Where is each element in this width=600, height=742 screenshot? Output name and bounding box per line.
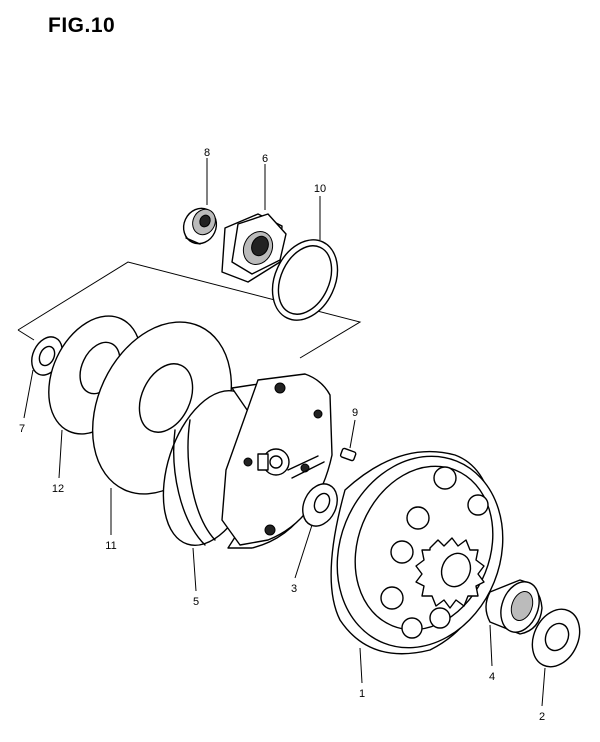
callout-11: 11: [105, 540, 116, 552]
callout-4: 4: [489, 671, 495, 683]
part-9-key: [339, 447, 357, 462]
callout-6: 6: [262, 153, 268, 165]
callout-8: 8: [204, 147, 210, 159]
callout-10: 10: [314, 183, 326, 195]
part-1-clutch-housing: [330, 450, 504, 655]
part-10-washer-ring: [271, 239, 339, 321]
callout-labels: 8 6 10 7 12 11 5 3 9 1 4 2: [19, 147, 545, 723]
part-6-hex-nut: [221, 213, 287, 283]
part-2-washer: [531, 608, 581, 668]
callout-5: 5: [193, 596, 199, 608]
part-8-bearing: [182, 207, 218, 245]
part-4-bushing: [485, 579, 543, 635]
callout-2: 2: [539, 711, 545, 723]
leader-lines: [23, 158, 546, 707]
callout-7: 7: [19, 423, 25, 435]
part-3-washer: [302, 483, 338, 527]
callout-9: 9: [352, 407, 358, 419]
figure-title: FIG.10: [48, 14, 116, 37]
callout-12: 12: [52, 483, 64, 495]
callout-1: 1: [359, 688, 365, 700]
group-bracket: [17, 261, 362, 359]
callout-3: 3: [291, 583, 297, 595]
